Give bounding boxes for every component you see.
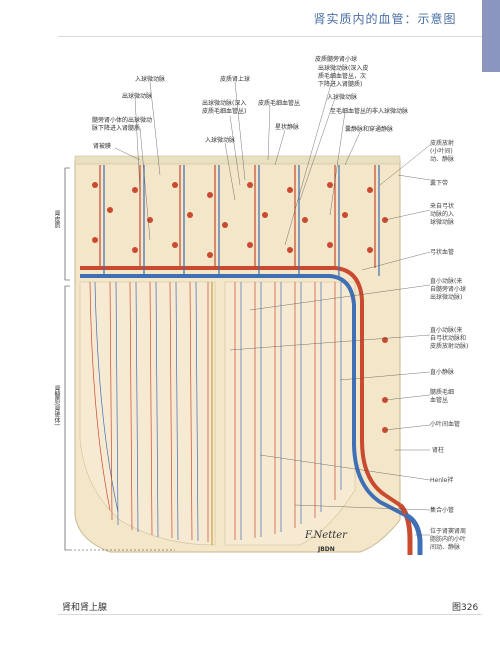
label-arcuate-vessels: 弓状血管 — [430, 249, 455, 256]
label-cortical-radial: 皮质放射 (小叶间) 动、静脉 — [430, 140, 455, 163]
footer-divider — [58, 614, 482, 615]
artist-signature: F.Netter — [305, 530, 347, 541]
label-vasa-recta-juxtamedullary: 直小动脉(来 自髓旁肾小球 出球微动脉) — [430, 278, 467, 301]
label-non-afferent: 至毛细血管丛的非入球微动脉 — [330, 108, 409, 115]
label-afferent-top: 入球微动脉 — [327, 94, 358, 101]
label-henle-loop: Henle袢 — [430, 477, 454, 484]
label-medulla-region: 肾髓质(肾锥体) — [53, 385, 60, 426]
label-efferent-deep: 出球微动脉(深入皮 质毛细血管丛，次 下降进入肾髓质) — [318, 65, 369, 88]
page-title: 肾实质内的血管：示意图 — [313, 12, 457, 26]
label-subcapsular-zone: 囊下带 — [430, 180, 449, 187]
chapter-tab — [482, 0, 500, 72]
label-stellate-vein: 星状静脉 — [275, 124, 300, 131]
label-cortical-glomerulus: 皮质肾上球 — [220, 76, 251, 83]
label-venae-rectae: 直小静脉 — [430, 369, 455, 376]
label-juxtamedullary-efferent: 髓旁肾小体的出球微动 脉下降进入肾髓质 — [92, 117, 153, 132]
label-afferent-arteriole-left: 入球微动脉 — [135, 76, 166, 83]
label-efferent-cortical: 出球微动脉(深入 皮质毛细血管丛) — [202, 100, 247, 115]
label-cortical-juxtamedullary: 皮质髓旁肾小球 — [315, 56, 358, 63]
label-efferent-arteriole-left: 出球微动脉 — [122, 93, 153, 100]
label-capsular-veins: 囊静脉和穿通静脉 — [345, 126, 394, 133]
footer-figure-number: 图326 — [452, 603, 479, 613]
label-interlobar-vessels: 位于肾窦肾周 脂肪内的小叶 间动、静脉 — [430, 528, 467, 551]
label-renal-column: 肾柱 — [432, 447, 445, 454]
footer-section: 肾和肾上腺 — [62, 603, 108, 613]
title-divider — [58, 36, 482, 37]
label-interlobular-vessels: 小叶间血管 — [430, 421, 461, 428]
label-cortical-capillary-plexus: 皮质毛细血管丛 — [258, 100, 301, 107]
label-afferent-from-arcuate: 来自弓状 动脉的入 球微动脉 — [430, 203, 455, 226]
label-cortex-region: 肾皮质 — [53, 210, 60, 228]
label-vasa-recta-arcuate: 直小动脉(来 自弓状动脉和 皮质放射动脉) — [430, 327, 469, 350]
publisher-logo: JBDN — [318, 546, 335, 553]
label-medullary-capillary: 髓质毛细 血管丛 — [430, 389, 455, 404]
label-renal-capsule: 肾被膜 — [93, 143, 112, 150]
label-afferent-bottom: 入球微动脉 — [205, 137, 236, 144]
label-collecting-duct: 集合小管 — [430, 507, 455, 514]
